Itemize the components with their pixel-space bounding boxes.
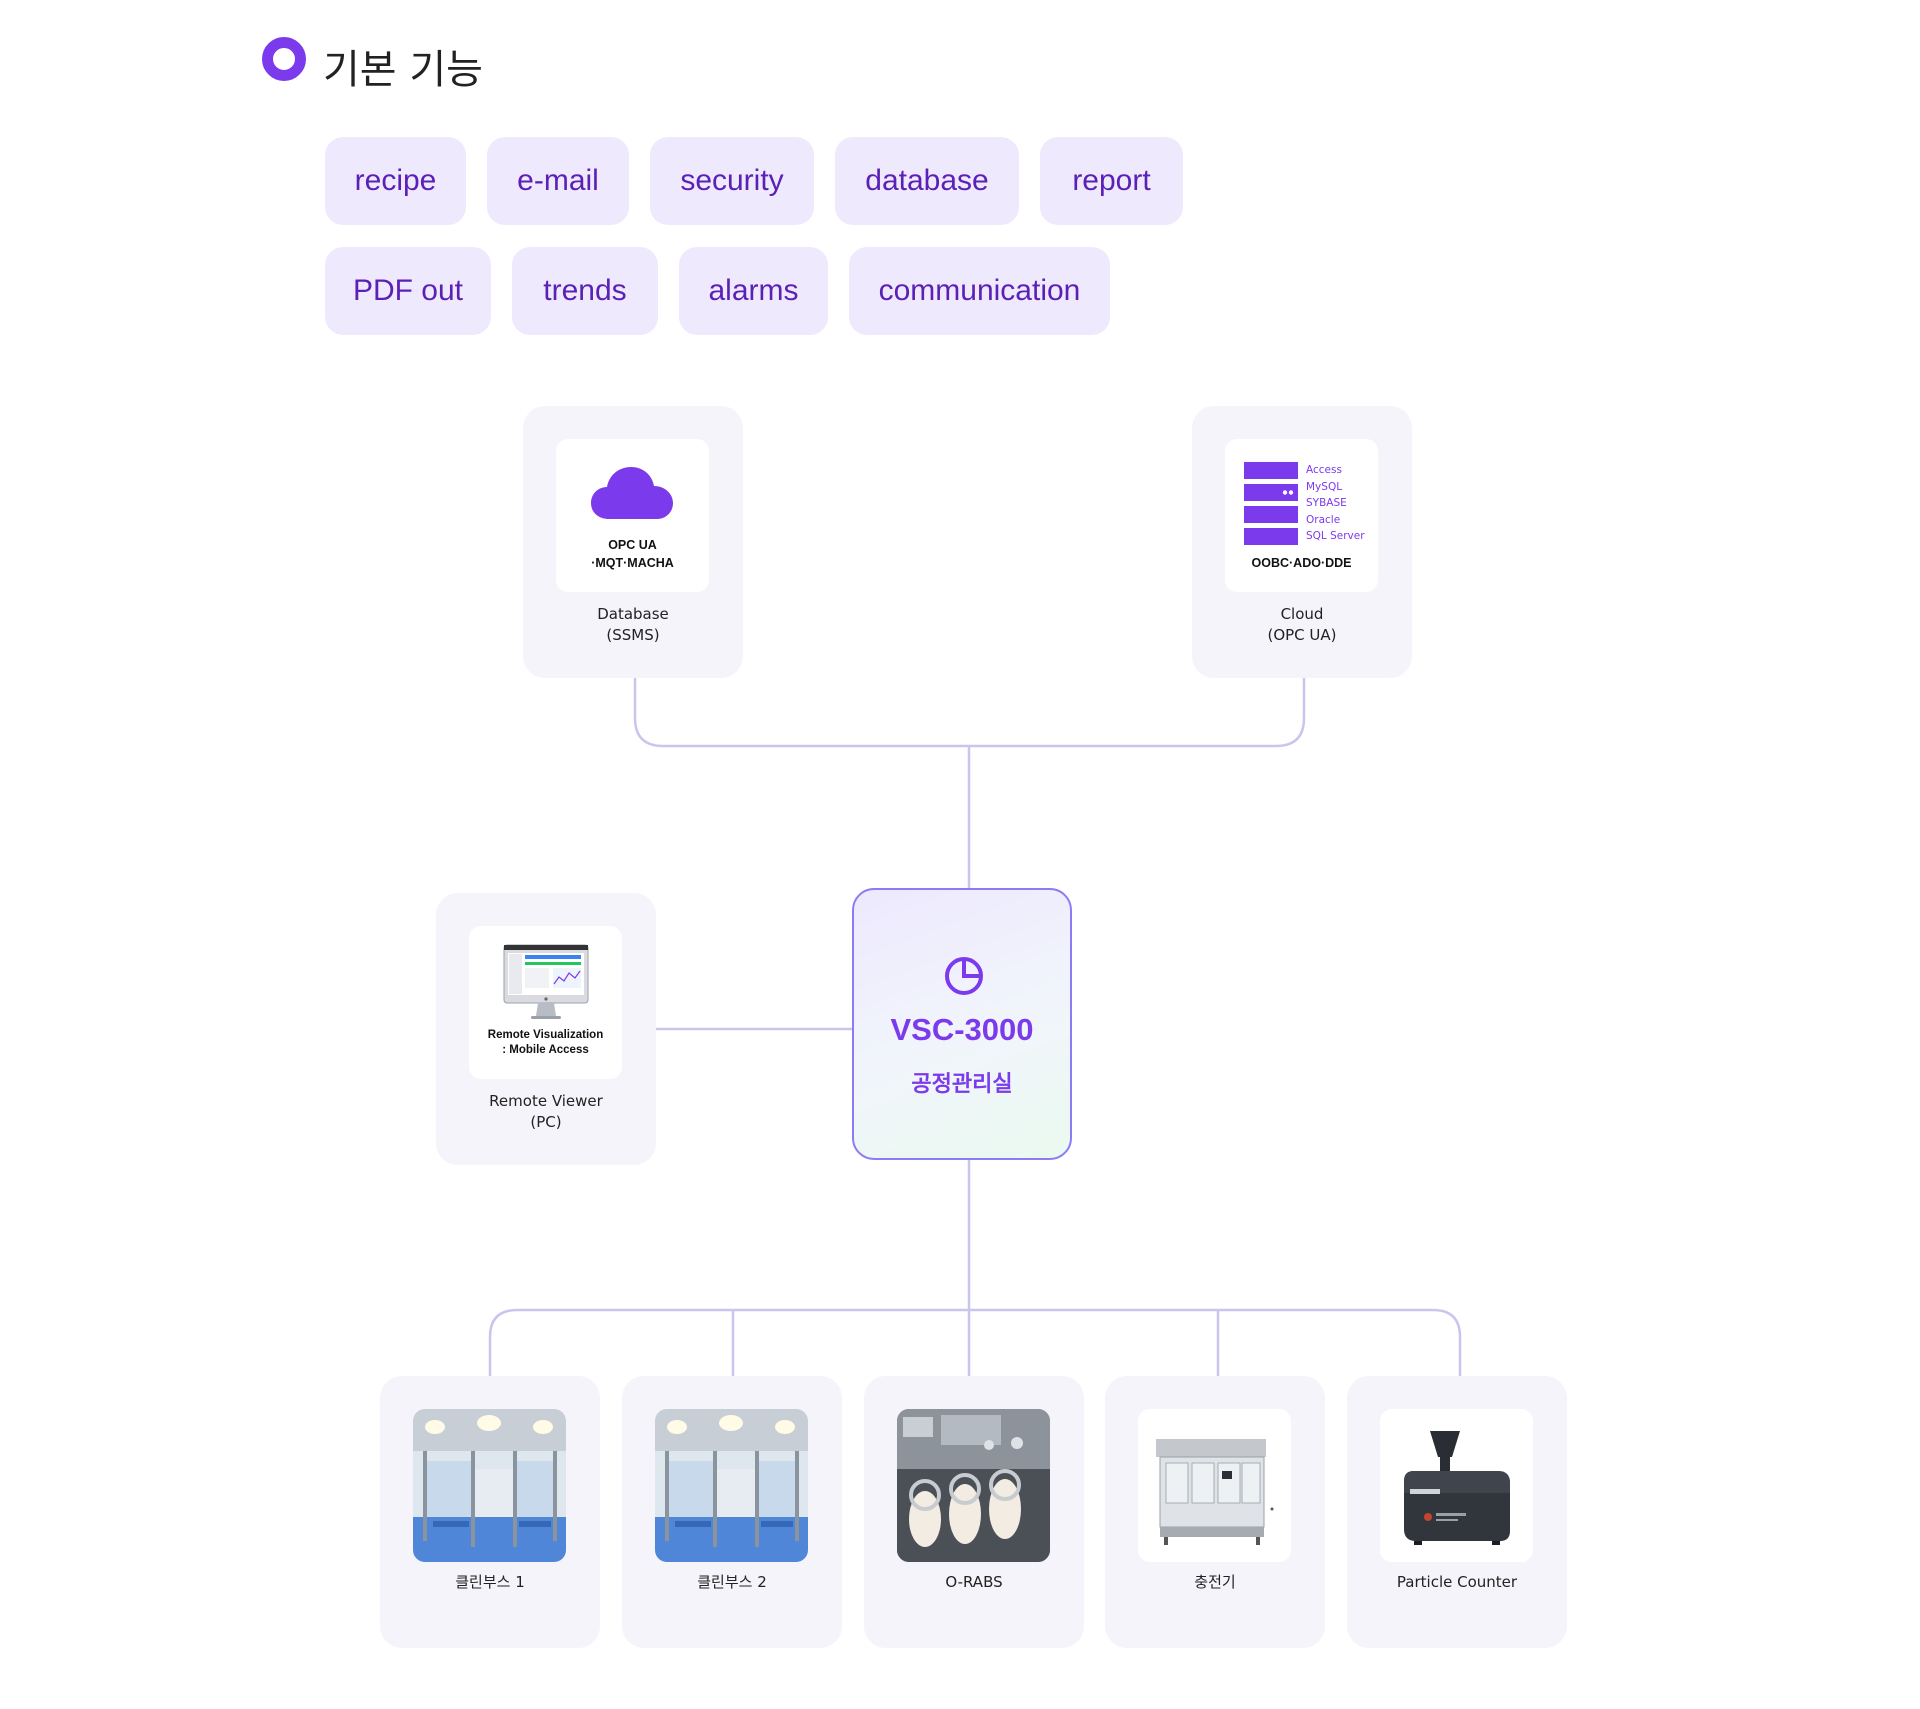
vsc-3000-hub: VSC-3000 공정관리실 — [852, 888, 1072, 1160]
device-card-particle-counter: Particle Counter — [1347, 1376, 1567, 1648]
db-type: SQL Server — [1306, 530, 1365, 542]
db-type: Access — [1306, 464, 1342, 476]
chip-trends: trends — [512, 247, 658, 335]
cloud-label: Cloud (OPC UA) — [1192, 604, 1412, 646]
pie-chart-icon — [945, 957, 983, 995]
device-card-filling-machine: 충전기 — [1105, 1376, 1325, 1648]
database-badge: OPC UA ·MQT·MACHA — [556, 439, 709, 592]
badge-line-2: ·MQT·MACHA — [591, 556, 674, 570]
device-label: 클린부스 2 — [697, 1573, 767, 1591]
clean-booth-photo — [655, 1409, 808, 1562]
chip-pdf-out: PDF out — [325, 247, 491, 335]
filling-machine-photo — [1138, 1409, 1291, 1562]
chip-recipe: recipe — [325, 137, 466, 225]
database-types-list: Access MySQL SYBASE Oracle SQL Server — [1306, 462, 1365, 545]
label-line-2: (PC) — [530, 1113, 562, 1131]
o-rabs-photo — [897, 1409, 1050, 1562]
clean-booth-photo — [413, 1409, 566, 1562]
device-label: O-RABS — [945, 1573, 1003, 1591]
connector-top — [633, 678, 1306, 748]
device-label: 클린부스 1 — [455, 1573, 525, 1591]
device-card-clean-booth-2: 클린부스 2 — [622, 1376, 842, 1648]
chip-report: report — [1040, 137, 1183, 225]
badge-line-1: Remote Visualization — [487, 1029, 604, 1041]
label-line-2: (OPC UA) — [1267, 626, 1337, 644]
chip-security: security — [650, 137, 814, 225]
db-type: Oracle — [1306, 513, 1341, 526]
chip-communication: communication — [849, 247, 1110, 335]
section-title: 기본 기능 — [323, 47, 483, 93]
connector-bus — [488, 1308, 1462, 1376]
device-card-clean-booth-1: 클린부스 1 — [380, 1376, 600, 1648]
db-type: MySQL — [1306, 480, 1343, 493]
particle-counter-photo — [1380, 1409, 1533, 1562]
device-card-o-rabs: O-RABS — [864, 1376, 1084, 1648]
label-line-1: Cloud — [1280, 605, 1324, 623]
section-marker-icon — [262, 37, 306, 81]
database-label: Database (SSMS) — [523, 604, 743, 646]
cloud-icon — [591, 467, 673, 519]
label-line-1: Database — [597, 605, 669, 623]
cloud-card: Access MySQL SYBASE Oracle SQL Server OO… — [1192, 406, 1412, 678]
chip-alarms: alarms — [679, 247, 828, 335]
hub-subtitle: 공정관리실 — [911, 1072, 1013, 1097]
badge-line-2: : Mobile Access — [502, 1044, 589, 1056]
label-line-1: Remote Viewer — [489, 1092, 603, 1110]
cloud-badge: Access MySQL SYBASE Oracle SQL Server OO… — [1225, 439, 1378, 592]
label-line-2: (SSMS) — [606, 626, 660, 644]
chip-database: database — [835, 137, 1019, 225]
hub-title: VSC-3000 — [890, 1012, 1034, 1047]
badge-line-1: OPC UA — [608, 538, 657, 552]
monitor-icon — [503, 944, 589, 1019]
chip-email: e-mail — [487, 137, 629, 225]
remote-viewer-card: Remote Visualization : Mobile Access Rem… — [436, 893, 656, 1165]
badge-text: OOBC·ADO·DDE — [1251, 556, 1352, 570]
database-card: OPC UA ·MQT·MACHA Database (SSMS) — [523, 406, 743, 678]
server-stack-icon — [1244, 462, 1298, 545]
device-label: Particle Counter — [1396, 1573, 1518, 1591]
remote-badge: Remote Visualization : Mobile Access — [469, 926, 622, 1079]
remote-viewer-label: Remote Viewer (PC) — [436, 1091, 656, 1133]
device-label: 충전기 — [1194, 1573, 1236, 1591]
db-type: SYBASE — [1306, 497, 1347, 509]
